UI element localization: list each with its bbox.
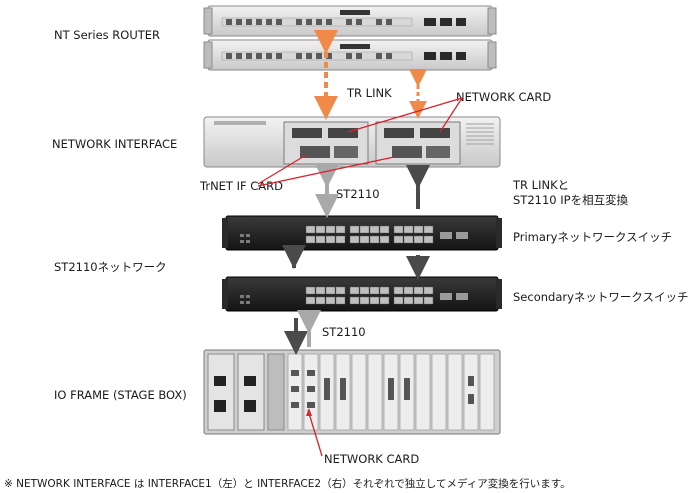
callout-network-card-bottom [307,409,323,457]
st2110-upper-label: ST2110 [336,187,380,201]
network-interface-unit [203,116,501,168]
network-card-bottom-label: NETWORK CARD [324,452,420,466]
router-label: NT Series ROUTER [54,28,161,42]
callout-network-card-right [439,97,463,133]
router-unit-1 [203,5,497,37]
conversion-note-line2: ST2110 IPを相互変換 [513,193,629,207]
primary-switch-unit [222,215,502,251]
io-frame-unit [203,349,501,435]
st2110-network-label: ST2110ネットワーク [54,260,167,274]
secondary-switch-unit [222,276,502,312]
tr-link-label: TR LINK [347,86,392,100]
callout-lines [257,97,463,457]
callout-arrowhead [306,408,312,416]
io-frame-label: IO FRAME (STAGE BOX) [54,388,187,402]
callout-network-card-left [347,97,463,133]
network-card-top-label: NETWORK CARD [456,90,552,104]
trnet-if-card-label: TrNET IF CARD [200,179,284,193]
secondary-switch-label: Secondaryネットワークスイッチ [513,290,689,304]
callout-trnet-left [257,154,307,185]
network-interface-label: NETWORK INTERFACE [52,137,178,151]
st2110-lower-label: ST2110 [322,325,366,339]
conversion-note-line1: TR LINKと [513,178,570,192]
primary-switch-label: Primaryネットワークスイッチ [513,230,673,244]
callout-trnet-right [257,156,395,187]
footnote: ※ NETWORK INTERFACE は INTERFACE1（左）と INT… [4,478,571,490]
router-unit-2 [203,39,497,71]
